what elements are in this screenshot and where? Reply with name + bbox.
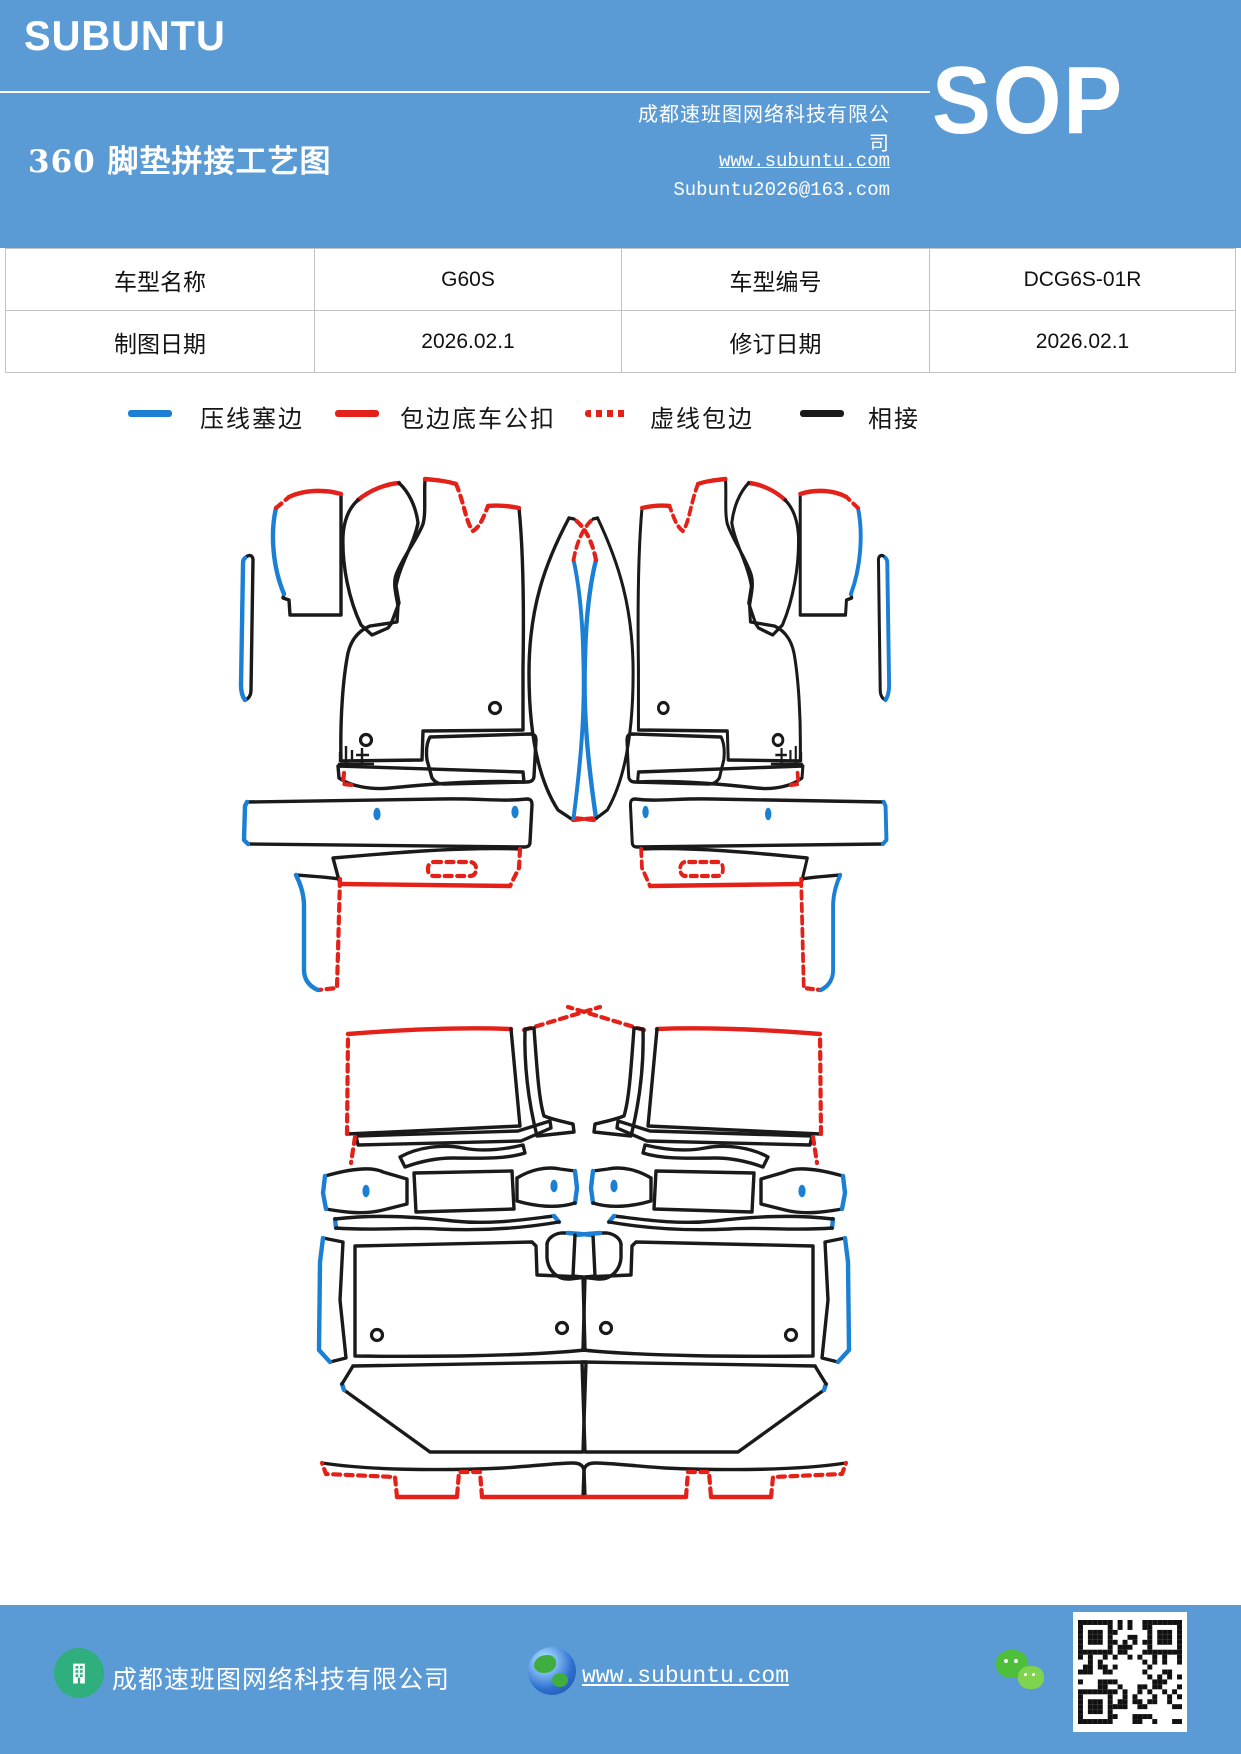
legend-swatch-red-dashed — [585, 410, 629, 417]
legend-label: 相接 — [868, 405, 920, 433]
legend-swatch-blue-solid — [128, 410, 172, 417]
header-company-name: 成都速班图网络科技有限公司 — [638, 102, 890, 155]
revise-date-label: 修订日期 — [621, 310, 930, 373]
legend-label: 包边底车公扣 — [400, 405, 556, 433]
model-code-label: 车型编号 — [621, 248, 930, 311]
diagram-front-left-mat — [240, 428, 600, 998]
legend-label: 压线塞边 — [200, 405, 304, 433]
globe-icon — [528, 1647, 576, 1695]
legend-swatch-red-solid — [335, 410, 379, 417]
model-name-label: 车型名称 — [5, 248, 315, 311]
header-divider — [0, 91, 930, 93]
qr-code — [1073, 1612, 1187, 1732]
legend-label: 虚线包边 — [650, 405, 754, 433]
model-name-value: G60S — [314, 248, 622, 311]
revise-date-value: 2026.02.1 — [929, 310, 1236, 373]
legend: 压线塞边 包边底车公扣 虚线包边 相接 — [0, 398, 1241, 433]
draw-date-label: 制图日期 — [5, 310, 315, 373]
vehicle-info-table: 车型名称 G60S 车型编号 DCG6S-01R 制图日期 2026.02.1 … — [5, 248, 1236, 373]
footer: 成都速班图网络科技有限公司 www.subuntu.com — [0, 1605, 1241, 1754]
header: SUBUNTU 360 脚垫拼接工艺图 成都速班图网络科技有限公司 www.su… — [0, 0, 1241, 248]
table-row: 车型名称 G60S 车型编号 DCG6S-01R — [5, 248, 1236, 311]
building-icon — [54, 1648, 104, 1698]
header-website-link-wrap: www.subuntu.com — [640, 150, 890, 172]
brand-logo: SUBUNTU — [24, 12, 226, 59]
diagram-front-right-mat — [570, 428, 890, 998]
header-website-link[interactable]: www.subuntu.com — [718, 150, 890, 172]
diagram-rear-right-mat — [560, 1000, 890, 1505]
footer-website-link-wrap: www.subuntu.com — [582, 1663, 789, 1689]
diagram-rear-left-mat — [278, 1000, 608, 1505]
wechat-icon[interactable] — [996, 1650, 1052, 1700]
footer-website-link[interactable]: www.subuntu.com — [582, 1663, 790, 1689]
model-code-value: DCG6S-01R — [929, 248, 1236, 311]
doc-type-label: SOP — [932, 47, 1125, 154]
table-row: 制图日期 2026.02.1 修订日期 2026.02.1 — [5, 310, 1236, 373]
header-email: Subuntu2026@163.com — [673, 179, 890, 201]
draw-date-value: 2026.02.1 — [314, 310, 622, 373]
legend-swatch-black-solid — [800, 410, 844, 417]
page-title: 360 脚垫拼接工艺图 — [28, 144, 332, 180]
footer-company-name: 成都速班图网络科技有限公司 — [112, 1665, 451, 1694]
